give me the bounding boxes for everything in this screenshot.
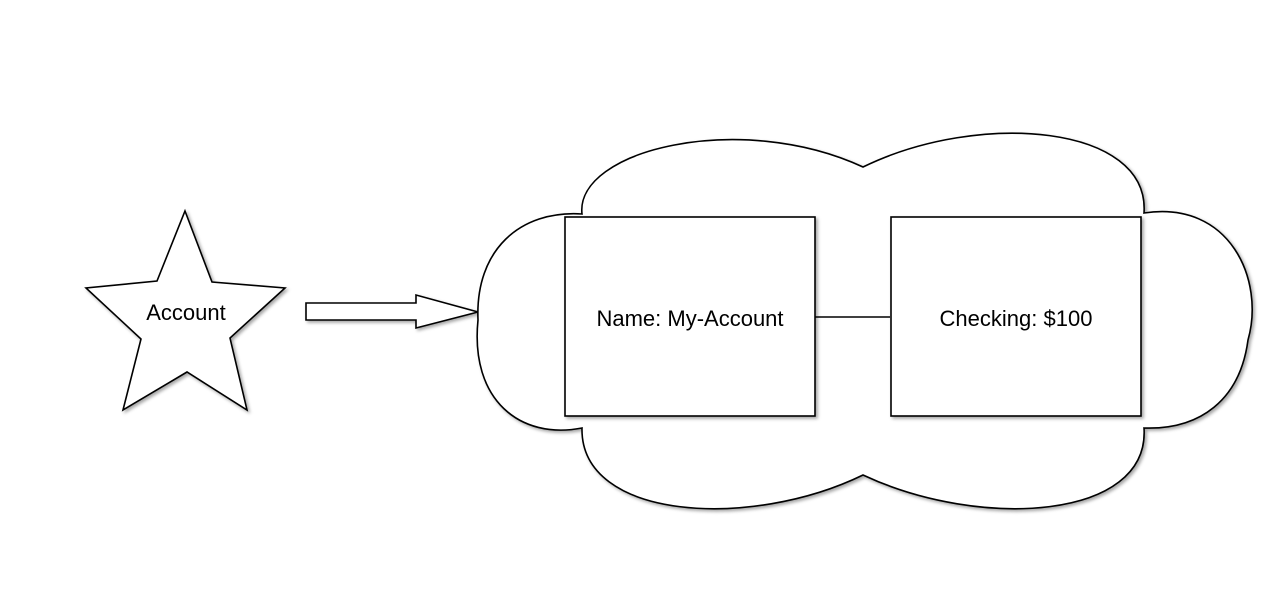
checking-box[interactable]: Checking: $100: [890, 216, 1142, 417]
name-box[interactable]: Name: My-Account: [564, 216, 816, 417]
checking-box-label: Checking: $100: [940, 306, 1093, 331]
name-box-label: Name: My-Account: [596, 306, 783, 331]
account-star[interactable]: Account: [84, 208, 287, 412]
star-label: Account: [146, 300, 226, 325]
checking-box-rect: [890, 216, 1142, 417]
block-arrow[interactable]: [305, 293, 482, 330]
name-box-rect: [564, 216, 816, 417]
star-shape: [84, 208, 287, 412]
